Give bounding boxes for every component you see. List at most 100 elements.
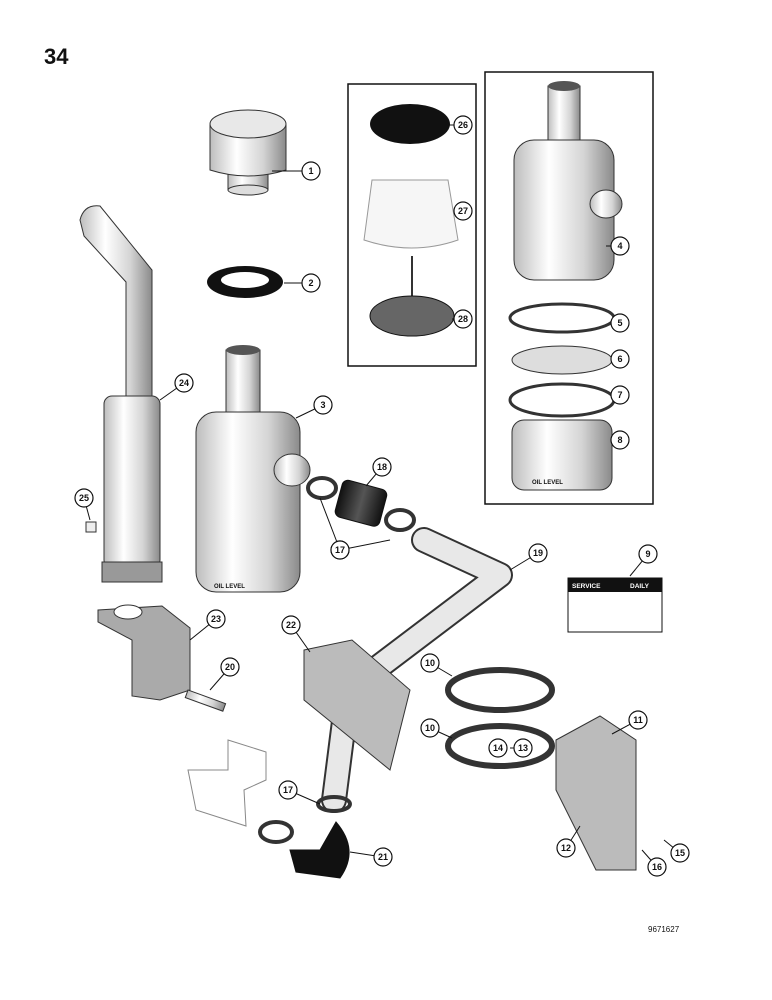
decal-service-label: SERVICE xyxy=(572,583,601,590)
callout-circle xyxy=(528,543,548,563)
callout-number: 23 xyxy=(211,614,221,624)
callout-number: 11 xyxy=(633,715,643,725)
callout-circle xyxy=(453,201,473,221)
callout-number: 4 xyxy=(617,241,622,251)
callout-number: 17 xyxy=(335,545,345,555)
callout-25: 25 xyxy=(74,488,94,521)
inset-box-precleaner xyxy=(347,83,477,367)
part-hose-18 xyxy=(334,479,388,527)
callout-circle xyxy=(610,236,630,256)
part-bracket-22 xyxy=(303,639,411,771)
part-cover-26 xyxy=(370,104,450,144)
page-number: 34 xyxy=(44,44,69,69)
callout-24: 24 xyxy=(159,373,194,401)
part-band-10b xyxy=(445,723,555,769)
callout-number: 16 xyxy=(652,862,662,872)
callout-27: 27 xyxy=(453,201,473,221)
part-ring-5 xyxy=(508,302,616,334)
callout-circle xyxy=(278,780,298,800)
callout-circle xyxy=(556,838,576,858)
callout-number: 2 xyxy=(308,278,313,288)
callout-circle xyxy=(313,395,333,415)
part-base-28 xyxy=(369,256,455,337)
callout-15: 15 xyxy=(663,839,690,863)
part-bracket-left xyxy=(97,604,191,701)
callout-number: 9 xyxy=(645,549,650,559)
callout-number: 10 xyxy=(425,723,435,733)
callout-circle xyxy=(647,857,667,877)
callout-number: 3 xyxy=(320,400,325,410)
callout-20: 20 xyxy=(209,657,240,691)
callout-circle xyxy=(453,115,473,135)
callout-circle xyxy=(420,718,440,738)
callout-circle xyxy=(74,488,94,508)
drawing-id: 9671627 xyxy=(648,925,680,934)
part-ring-7 xyxy=(508,382,616,418)
callout-10: 10 xyxy=(420,718,453,739)
callout-number: 19 xyxy=(533,548,543,558)
callout-13: 13 xyxy=(510,738,533,758)
callout-17: 17 xyxy=(330,539,391,560)
callout-number: 12 xyxy=(561,843,571,853)
callout-number: 17 xyxy=(283,785,293,795)
part-screw-25 xyxy=(85,521,97,533)
part-elbow-21 xyxy=(289,821,350,879)
callout-circle xyxy=(453,309,473,329)
callout-12: 12 xyxy=(556,825,581,858)
callout-5: 5 xyxy=(610,313,630,333)
callout-26: 26 xyxy=(448,115,473,135)
callout-28: 28 xyxy=(452,309,473,329)
callout-1: 1 xyxy=(272,161,321,181)
callout-circle xyxy=(610,313,630,333)
part-clamp-17b xyxy=(384,508,416,532)
callout-circle xyxy=(281,615,301,635)
part-bolt-20 xyxy=(184,689,227,712)
callout-3: 3 xyxy=(295,395,333,419)
callout-circle xyxy=(220,657,240,677)
callout-11: 11 xyxy=(611,710,648,735)
callout-18: 18 xyxy=(365,457,392,487)
callout-number: 22 xyxy=(286,620,296,630)
callout-circle xyxy=(628,710,648,730)
inset-box-aircleaner xyxy=(484,71,654,505)
callout-9: 9 xyxy=(629,544,658,577)
callout-23: 23 xyxy=(189,609,226,641)
part-screen-27 xyxy=(363,179,459,249)
callout-number: 8 xyxy=(617,435,622,445)
callout-number: 24 xyxy=(179,378,189,388)
callout-19: 19 xyxy=(509,543,548,571)
callout-circle xyxy=(420,653,440,673)
part-cap xyxy=(209,109,287,196)
callout-circle xyxy=(301,273,321,293)
part-exhaust-stack xyxy=(79,205,163,583)
callout-2: 2 xyxy=(284,273,321,293)
callout-number: 20 xyxy=(225,662,235,672)
callout-circle xyxy=(638,544,658,564)
callout-number: 7 xyxy=(617,390,622,400)
callout-number: 25 xyxy=(79,493,89,503)
callout-14: 14 xyxy=(488,738,508,758)
callout-21: 21 xyxy=(349,847,393,867)
callout-number: 13 xyxy=(518,743,528,753)
part-clamp-17a xyxy=(306,476,338,500)
callout-number: 27 xyxy=(458,206,468,216)
callout-7: 7 xyxy=(610,385,630,405)
part-air-cleaner-4 xyxy=(513,81,623,281)
decal-service-daily: SERVICE DAILY xyxy=(567,577,663,633)
callout-8: 8 xyxy=(610,430,630,450)
callout-number: 18 xyxy=(377,462,387,472)
callout-number: 1 xyxy=(308,166,313,176)
callout-16: 16 xyxy=(641,849,667,877)
part-gasket xyxy=(207,266,283,298)
callout-circle xyxy=(610,430,630,450)
callout-circle xyxy=(610,385,630,405)
oil-level-label-main: OIL LEVEL xyxy=(214,584,245,590)
part-bracket-11 xyxy=(555,715,637,871)
callout-number: 26 xyxy=(458,120,468,130)
part-bowl-8: OIL LEVEL xyxy=(511,419,613,491)
callout-6: 6 xyxy=(610,349,630,369)
callout-circle xyxy=(513,738,533,758)
callout-circle xyxy=(301,161,321,181)
part-ghost-elbow xyxy=(187,739,267,827)
part-band-10a xyxy=(445,667,555,713)
